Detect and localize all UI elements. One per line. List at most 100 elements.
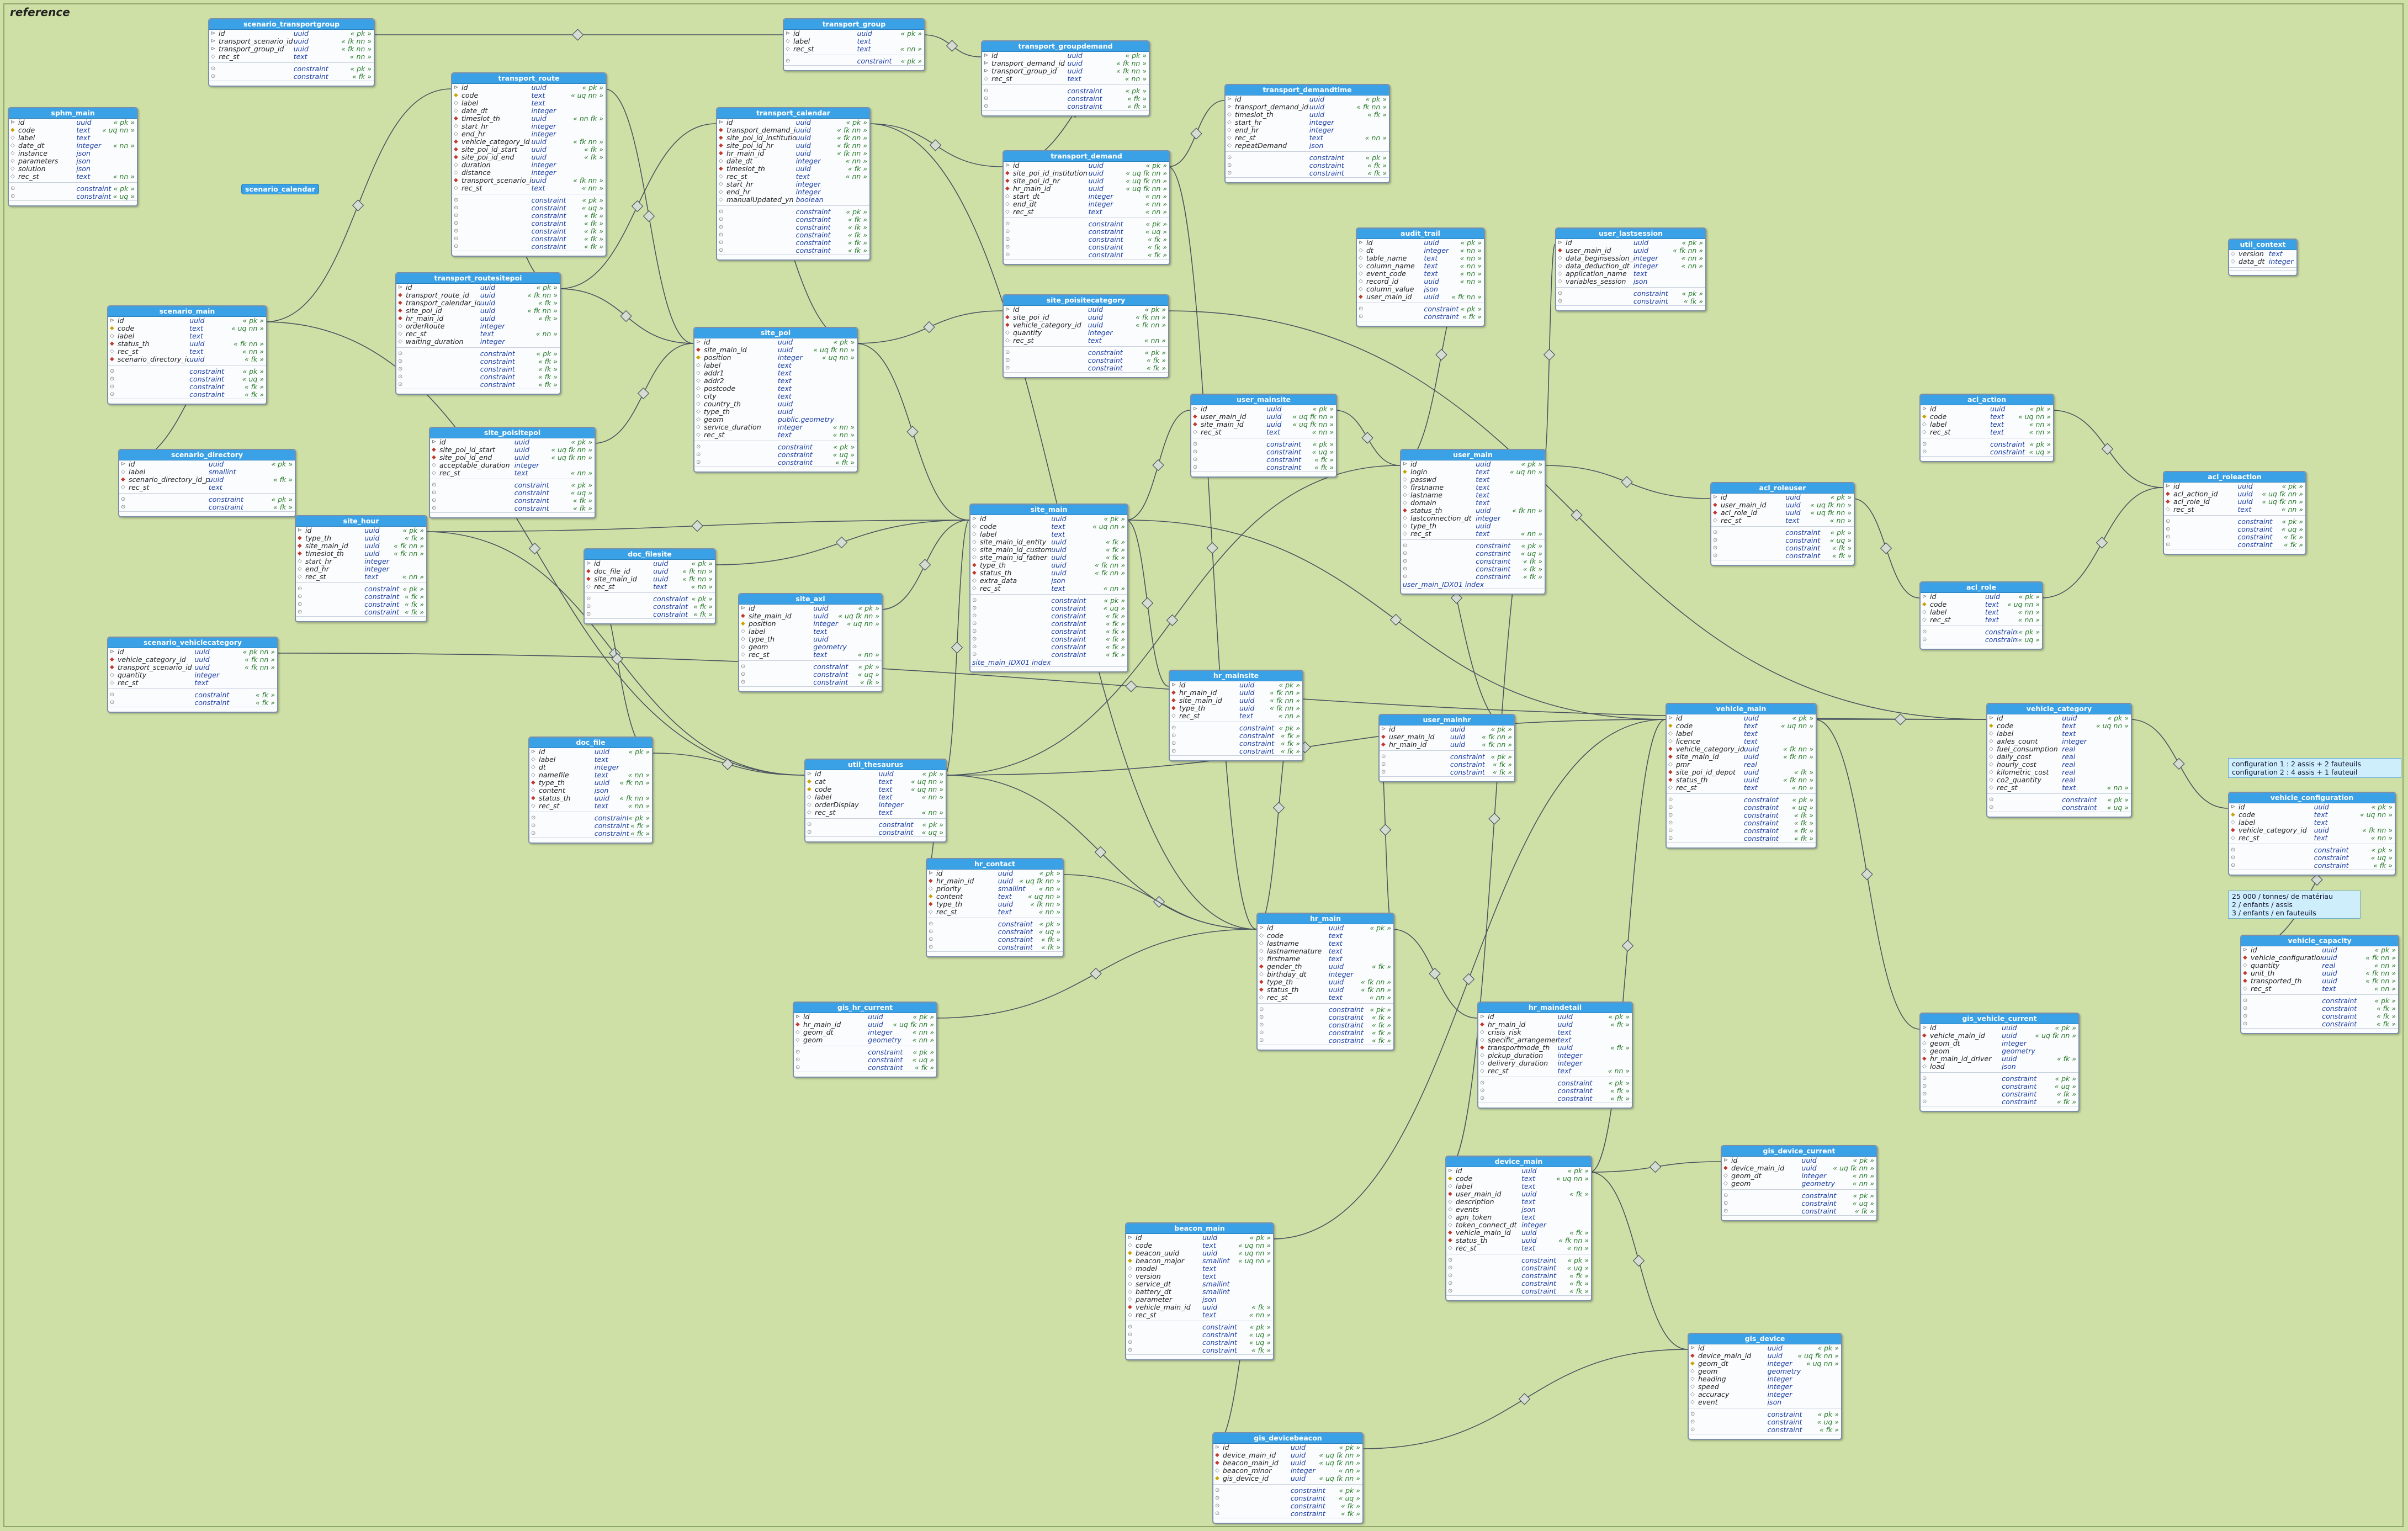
table-header[interactable]: beacon_main	[1126, 1223, 1273, 1234]
relationship-diamond-icon[interactable]	[620, 310, 632, 322]
table-header[interactable]: acl_role	[1921, 582, 2042, 593]
table-header[interactable]: user_mainhr	[1380, 715, 1514, 725]
relationship-diamond-icon[interactable]	[919, 559, 931, 571]
table-header[interactable]: user_mainsite	[1191, 395, 1336, 405]
relationship-diamond-icon[interactable]	[1450, 592, 1463, 604]
relationship-diamond-icon[interactable]	[1518, 1393, 1531, 1405]
table-header[interactable]: scenario_main	[108, 306, 266, 317]
table-header[interactable]: acl_action	[1921, 395, 2053, 405]
relationship-diamond-icon[interactable]	[906, 426, 919, 438]
relationship-diamond-icon[interactable]	[946, 40, 958, 52]
relationship-diamond-icon[interactable]	[1272, 802, 1285, 814]
relationship-diamond-icon[interactable]	[929, 139, 942, 151]
table-header[interactable]: site_hour	[296, 516, 426, 527]
relationship-diamond-icon[interactable]	[637, 387, 650, 400]
relationship-diamond-icon[interactable]	[611, 653, 623, 665]
relationship-diamond-icon[interactable]	[1152, 459, 1164, 472]
relationship-diamond-icon[interactable]	[2096, 537, 2108, 549]
relationship-diamond-icon[interactable]	[722, 758, 734, 770]
relationship-diamond-icon[interactable]	[2101, 443, 2114, 455]
relationship-diamond-icon[interactable]	[691, 520, 703, 532]
table-header[interactable]: vehicle_main	[1667, 704, 1816, 714]
table-header[interactable]: util_context	[2229, 240, 2296, 250]
table-header[interactable]: transport_groupdemand	[982, 41, 1149, 52]
table-header[interactable]: vehicle_configuration	[2229, 793, 2395, 803]
relationship-diamond-icon[interactable]	[2311, 873, 2323, 886]
table-header[interactable]: gis_vehicle_current	[1921, 1014, 2078, 1024]
table-header[interactable]: acl_roleaction	[2164, 472, 2305, 483]
relationship-diamond-icon[interactable]	[1880, 542, 1892, 554]
table-header[interactable]: hr_contact	[927, 859, 1063, 870]
table-header[interactable]: acl_roleuser	[1711, 483, 1854, 494]
table-header[interactable]: vehicle_category	[1987, 704, 2131, 714]
relationship-diamond-icon[interactable]	[631, 200, 644, 213]
relationship-diamond-icon[interactable]	[1543, 348, 1556, 361]
table-header[interactable]: gis_device	[1689, 1334, 1841, 1344]
table-header[interactable]: sphm_main	[9, 108, 137, 119]
table-header[interactable]: transport_demand	[1004, 151, 1169, 162]
relationship-diamond-icon[interactable]	[1389, 613, 1402, 626]
table-header[interactable]: user_lastsession	[1556, 229, 1705, 239]
relationship-diamond-icon[interactable]	[528, 542, 541, 555]
table-header[interactable]: site_poisitepoi	[430, 428, 595, 438]
table-header[interactable]: util_thesaurus	[805, 760, 946, 770]
table-header[interactable]: gis_device_current	[1722, 1146, 1876, 1157]
table-header[interactable]: site_poi	[694, 328, 857, 338]
standalone-label[interactable]: scenario_calendar	[241, 184, 320, 194]
relationship-diamond-icon[interactable]	[1488, 813, 1500, 825]
relationship-diamond-icon[interactable]	[1861, 868, 1873, 881]
relationship-diamond-icon[interactable]	[951, 642, 963, 654]
table-header[interactable]: doc_filesite	[585, 549, 715, 560]
table-header[interactable]: gis_hr_current	[794, 1003, 936, 1013]
relationship-diamond-icon[interactable]	[835, 536, 848, 549]
relationship-diamond-icon[interactable]	[1379, 824, 1392, 836]
relationship-diamond-icon[interactable]	[1166, 614, 1179, 627]
relationship-diamond-icon[interactable]	[2173, 757, 2185, 770]
table-header[interactable]: transport_demandtime	[1226, 85, 1389, 96]
relationship-diamond-icon[interactable]	[1361, 432, 1373, 444]
relationship-diamond-icon[interactable]	[1435, 348, 1447, 361]
table-header[interactable]: vehicle_capacity	[2241, 936, 2398, 946]
table-header[interactable]: scenario_vehiclecategory	[108, 638, 277, 648]
table-header[interactable]: transport_group	[784, 19, 924, 30]
relationship-diamond-icon[interactable]	[1094, 846, 1107, 859]
relationship-diamond-icon[interactable]	[1649, 1161, 1662, 1173]
relationship-diamond-icon[interactable]	[352, 199, 364, 211]
relationship-diamond-icon[interactable]	[1429, 967, 1441, 980]
relationship-diamond-icon[interactable]	[643, 210, 655, 223]
table-header[interactable]: site_main	[970, 505, 1127, 515]
relationship-diamond-icon[interactable]	[1571, 509, 1583, 521]
relationship-diamond-icon[interactable]	[1090, 967, 1102, 980]
table-header[interactable]: scenario_transportgroup	[209, 19, 374, 30]
table-header[interactable]: hr_maindetail	[1478, 1003, 1632, 1013]
table-header[interactable]: doc_file	[529, 738, 652, 748]
